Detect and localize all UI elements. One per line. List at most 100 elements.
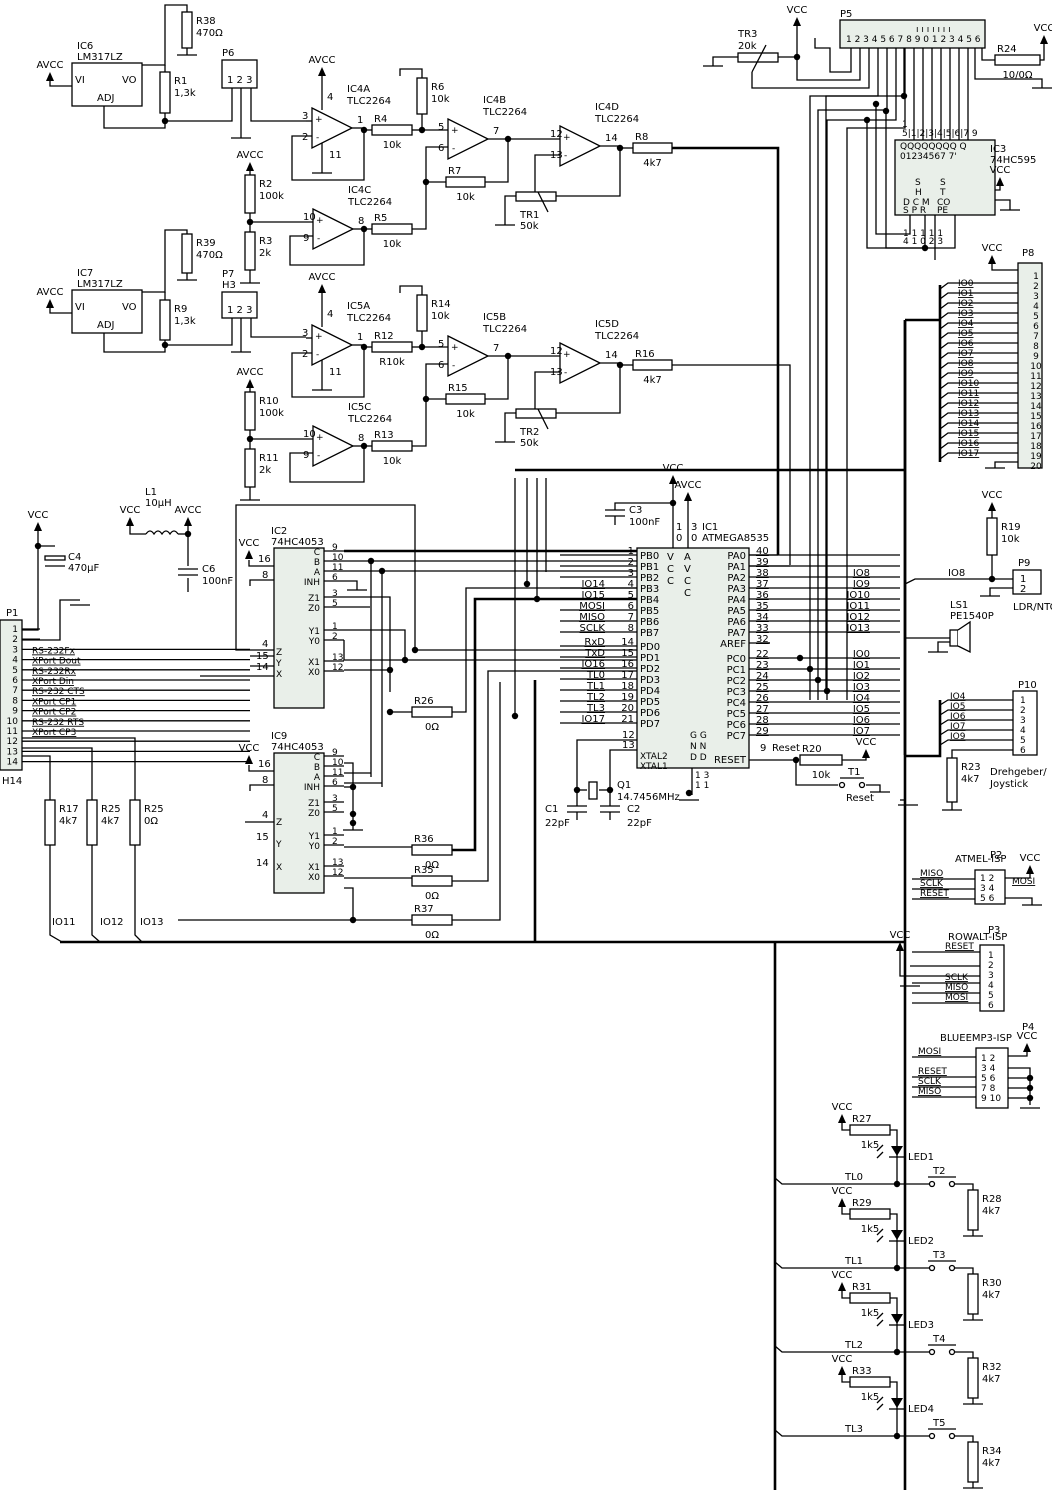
pin-name: B (314, 763, 320, 773)
switch-contact (928, 1432, 936, 1440)
resistor (416, 77, 428, 115)
pin-number: 2 (332, 632, 338, 642)
resistor-ref: R19 (1001, 522, 1021, 533)
ic3-in: CO (937, 198, 950, 208)
power-label: VCC (832, 1102, 853, 1113)
ic3-74hc595 (894, 139, 996, 216)
pin-number: 1 2 3 (227, 75, 252, 86)
pin-number: 16 (621, 659, 634, 670)
pin-name: INH (304, 578, 320, 588)
connector-type: H3 (222, 280, 236, 291)
resistor-ref: R1 (174, 76, 187, 87)
wire (991, 264, 1018, 271)
pin-number: 16 (1030, 422, 1042, 432)
pin-number: 7 (493, 126, 499, 137)
pin-number: 2 (1033, 282, 1039, 292)
net-label: IO9 (950, 732, 966, 742)
wire (712, 56, 738, 66)
net-label: IO6 (958, 339, 974, 349)
wire (905, 700, 942, 758)
connector-ref: P3 (988, 925, 1000, 936)
wire (22, 747, 93, 800)
pin-number: 3 (628, 568, 634, 579)
regulator-0 (71, 62, 143, 107)
pin-name: PC1 (727, 665, 746, 676)
trimmer-arrow-icon (537, 191, 549, 213)
net-label: XPort Dout (32, 657, 81, 667)
pin-name: X1 (308, 658, 320, 668)
wire (291, 349, 365, 398)
pin-name: PB5 (640, 606, 659, 617)
net-label: IO15 (581, 590, 605, 601)
resistor-ref: R34 (982, 1446, 1002, 1457)
ic3-in: S P R (903, 206, 926, 216)
resistor (411, 875, 453, 887)
resistor (967, 1189, 979, 1231)
net-label: IO7 (958, 349, 973, 359)
power-label: VCC (28, 510, 49, 521)
resistor-value: 100k (259, 408, 284, 419)
net-label: IO10 (958, 379, 979, 389)
switch-contact (948, 1264, 956, 1272)
wire (955, 1351, 974, 1358)
switch-ref: T1 (847, 767, 860, 778)
resistor-ref: R37 (414, 904, 434, 915)
wire (841, 1123, 850, 1131)
ic3-pin-tens: 1 (902, 120, 908, 130)
pin-name: Y1 (308, 832, 320, 842)
opamp-part: TLC2264 (346, 96, 391, 107)
net-label: Reset (772, 743, 800, 754)
wire (399, 285, 423, 295)
net-label: TL0 (844, 1172, 863, 1183)
pin-name: PD7 (640, 719, 660, 730)
minus-sign: - (317, 234, 320, 244)
opamp-ref: IC4D (595, 102, 619, 113)
wire (981, 48, 995, 61)
junction-dot (523, 580, 531, 588)
net-label: IO4 (853, 693, 870, 704)
pin-name: X0 (308, 873, 320, 883)
pin-number: 6 (332, 778, 338, 788)
resistor-value: 0Ω (425, 860, 439, 871)
wire (825, 95, 904, 690)
resistor (371, 341, 413, 353)
pin-number: 19 (621, 692, 634, 703)
pin-number: 0 (676, 533, 682, 544)
pin-number: 1 (628, 546, 634, 557)
pin-number: 1 1 (695, 781, 709, 791)
pin-number: 13 (550, 367, 563, 378)
pin-name: PD1 (640, 653, 660, 664)
wire (344, 596, 391, 692)
wire (939, 372, 1018, 380)
pin-number: 1 (332, 622, 338, 632)
connector-p2 (974, 869, 1006, 905)
pin-name: PA5 (727, 606, 746, 617)
wire (826, 48, 897, 700)
pin-number: 6 (332, 573, 338, 583)
resistor-ref: R26 (414, 696, 434, 707)
wire (1005, 874, 1031, 879)
trimmer-icon (515, 191, 557, 202)
pin-number: 5 (332, 804, 338, 814)
net-label: IO2 (853, 671, 870, 682)
pin-number: 12 (550, 129, 563, 140)
pin-name: Y1 (308, 627, 320, 637)
resistor-value: 4k7 (59, 816, 78, 827)
wire (951, 749, 1013, 758)
wire (939, 332, 1018, 340)
pin-number: 8 (1033, 342, 1039, 352)
pin-name: A (314, 773, 321, 783)
avcc-pin-name: V (684, 564, 691, 575)
net-label: MISO (918, 1087, 941, 1097)
switch-ref: T2 (932, 1166, 945, 1177)
power-label: VCC (239, 538, 260, 549)
pin-number: 10 (303, 212, 316, 223)
pin-number: 10 (332, 758, 344, 768)
pin-number: 2 (628, 557, 634, 568)
pin-number: 2 (332, 837, 338, 847)
ic3-in: D C M (903, 198, 930, 208)
pin-name: Z0 (308, 809, 320, 819)
plus-sign: + (315, 115, 323, 125)
power-arrow-icon (1026, 865, 1034, 874)
pin-name: A (314, 568, 321, 578)
